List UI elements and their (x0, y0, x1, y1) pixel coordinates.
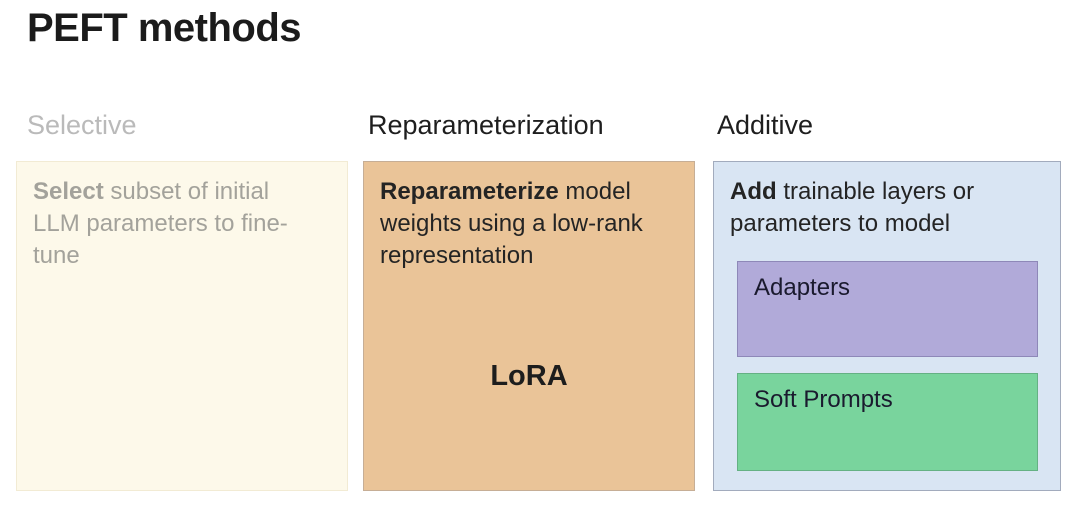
adapters-box: Adapters (737, 261, 1038, 357)
selective-description-lead: Select (33, 178, 104, 205)
column-header-reparameterization: Reparameterization (368, 110, 604, 140)
column-header-additive: Additive (717, 110, 814, 140)
additive-description-lead: Add (730, 178, 777, 205)
column-header-selective: Selective (27, 110, 137, 140)
selective-description-rest: subset of initial LLM parameters to fine… (33, 178, 288, 269)
reparameterization-description: Reparameterize model weights using a low… (364, 162, 694, 272)
selective-box: Select subset of initial LLM parameters … (16, 161, 348, 491)
additive-box: Add trainable layers or parameters to mo… (713, 161, 1061, 491)
additive-description: Add trainable layers or parameters to mo… (714, 162, 1060, 240)
reparameterization-box: Reparameterize model weights using a low… (363, 161, 695, 491)
soft-prompts-box: Soft Prompts (737, 373, 1038, 471)
lora-label: LoRA (490, 360, 568, 392)
selective-description: Select subset of initial LLM parameters … (17, 162, 347, 272)
slide-title: PEFT methods (27, 6, 302, 50)
additive-description-rest: trainable layers or parameters to model (730, 178, 975, 237)
adapters-label: Adapters (754, 274, 851, 301)
reparameterization-description-lead: Reparameterize (380, 178, 559, 205)
soft-prompts-label: Soft Prompts (754, 386, 893, 413)
reparameterization-description-rest: model weights using a low-rank represent… (380, 178, 643, 269)
